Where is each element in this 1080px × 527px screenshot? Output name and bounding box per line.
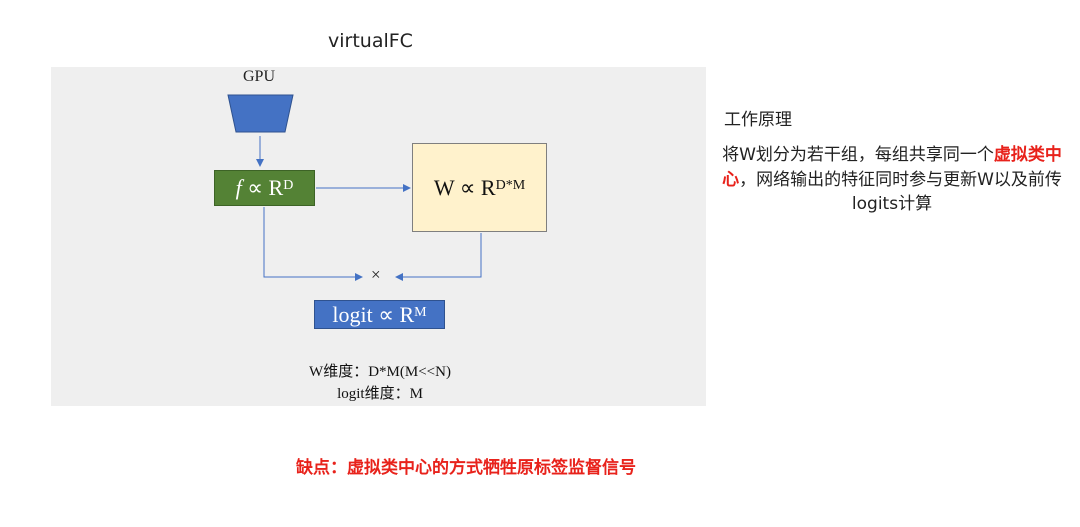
logit-dim: M [414,304,427,320]
feature-symbol: f [235,175,242,200]
feature-relation: ∝ R [247,175,284,200]
principle-desc-after: ，网络输出的特征同时参与更新W以及前传logits计算 [739,169,1062,215]
weight-text: W ∝ R [433,174,496,200]
logit-dimension-note: logit维度：M [337,386,423,402]
weight-dim: D*M [495,177,526,193]
arrow-feature-to-multiply [263,207,363,281]
logit-text: logit ∝ R [332,301,415,327]
drawback-note: 缺点：虚拟类中心的方式牺牲原标签监督信号 [296,458,636,478]
principle-desc-before: 将W划分为若干组，每组共享同一个 [722,145,994,165]
principle-highlight: 虚拟类中心 [722,145,1062,190]
page-title: virtualFC [328,30,413,52]
principle-heading: 工作原理 [724,110,792,130]
multiply-operator: × [371,265,381,284]
arrow-weight-to-multiply [395,233,482,281]
gpu-label: GPU [243,68,276,85]
w-dimension-note: W维度：D*M(M<<N) [309,364,451,380]
principle-description: 将W划分为若干组，每组共享同一个虚拟类中心，网络输出的特征同时参与更新W以及前传… [716,143,1068,217]
diagram-panel [51,67,706,406]
feature-dim: D [283,178,294,193]
gpu-shape [227,94,294,133]
